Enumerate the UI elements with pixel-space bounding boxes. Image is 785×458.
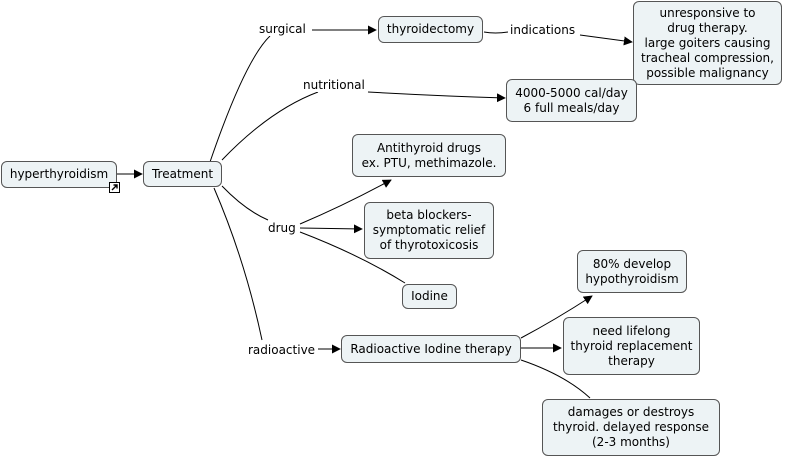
edge-drug-antithyroid [299, 179, 392, 225]
node-hypothyroidism[interactable]: 80% develop hypothyroidism [577, 250, 687, 293]
edge-nutritional-calories [367, 91, 506, 103]
node-antithyroid[interactable]: Antithyroid drugs ex. PTU, methimazole. [352, 134, 506, 177]
node-damages-thyroid[interactable]: damages or destroys thyroid. delayed res… [542, 399, 720, 456]
edge-treatment-surgical [209, 35, 271, 163]
node-lifelong-replacement[interactable]: need lifelong thyroid replacement therap… [563, 317, 700, 375]
edge-rai-hypothyroidism [520, 295, 593, 339]
node-hyperthyroidism[interactable]: hyperthyroidism [1, 161, 117, 188]
label-indications: indications [508, 23, 578, 37]
node-radioactive-iodine-therapy[interactable]: Radioactive Iodine therapy [341, 335, 521, 363]
node-iodine[interactable]: Iodine [402, 284, 457, 309]
edge-thyroidectomy-indications [483, 31, 509, 34]
edge-rai-damages [520, 359, 591, 399]
label-drug: drug [266, 221, 298, 235]
edge-drug-beta [299, 224, 363, 234]
node-thyroidectomy[interactable]: thyroidectomy [378, 16, 483, 43]
label-radioactive: radioactive [246, 343, 318, 357]
node-unresponsive[interactable]: unresponsive to drug therapy. large goit… [633, 1, 782, 85]
edge-treatment-nutritional [221, 91, 319, 161]
edge-drug-iodine [299, 231, 406, 284]
external-link-icon[interactable] [109, 182, 120, 193]
node-calories[interactable]: 4000-5000 cal/day 6 full meals/day [506, 79, 637, 122]
edge-treatment-radioactive [213, 187, 263, 341]
label-nutritional: nutritional [301, 78, 367, 92]
label-surgical: surgical [257, 22, 308, 36]
edge-treatment-drug [221, 185, 269, 221]
node-treatment[interactable]: Treatment [143, 161, 222, 187]
edge-indications-unresponsive [579, 34, 633, 46]
node-beta-blockers[interactable]: beta blockers- symptomatic relief of thy… [364, 202, 494, 259]
